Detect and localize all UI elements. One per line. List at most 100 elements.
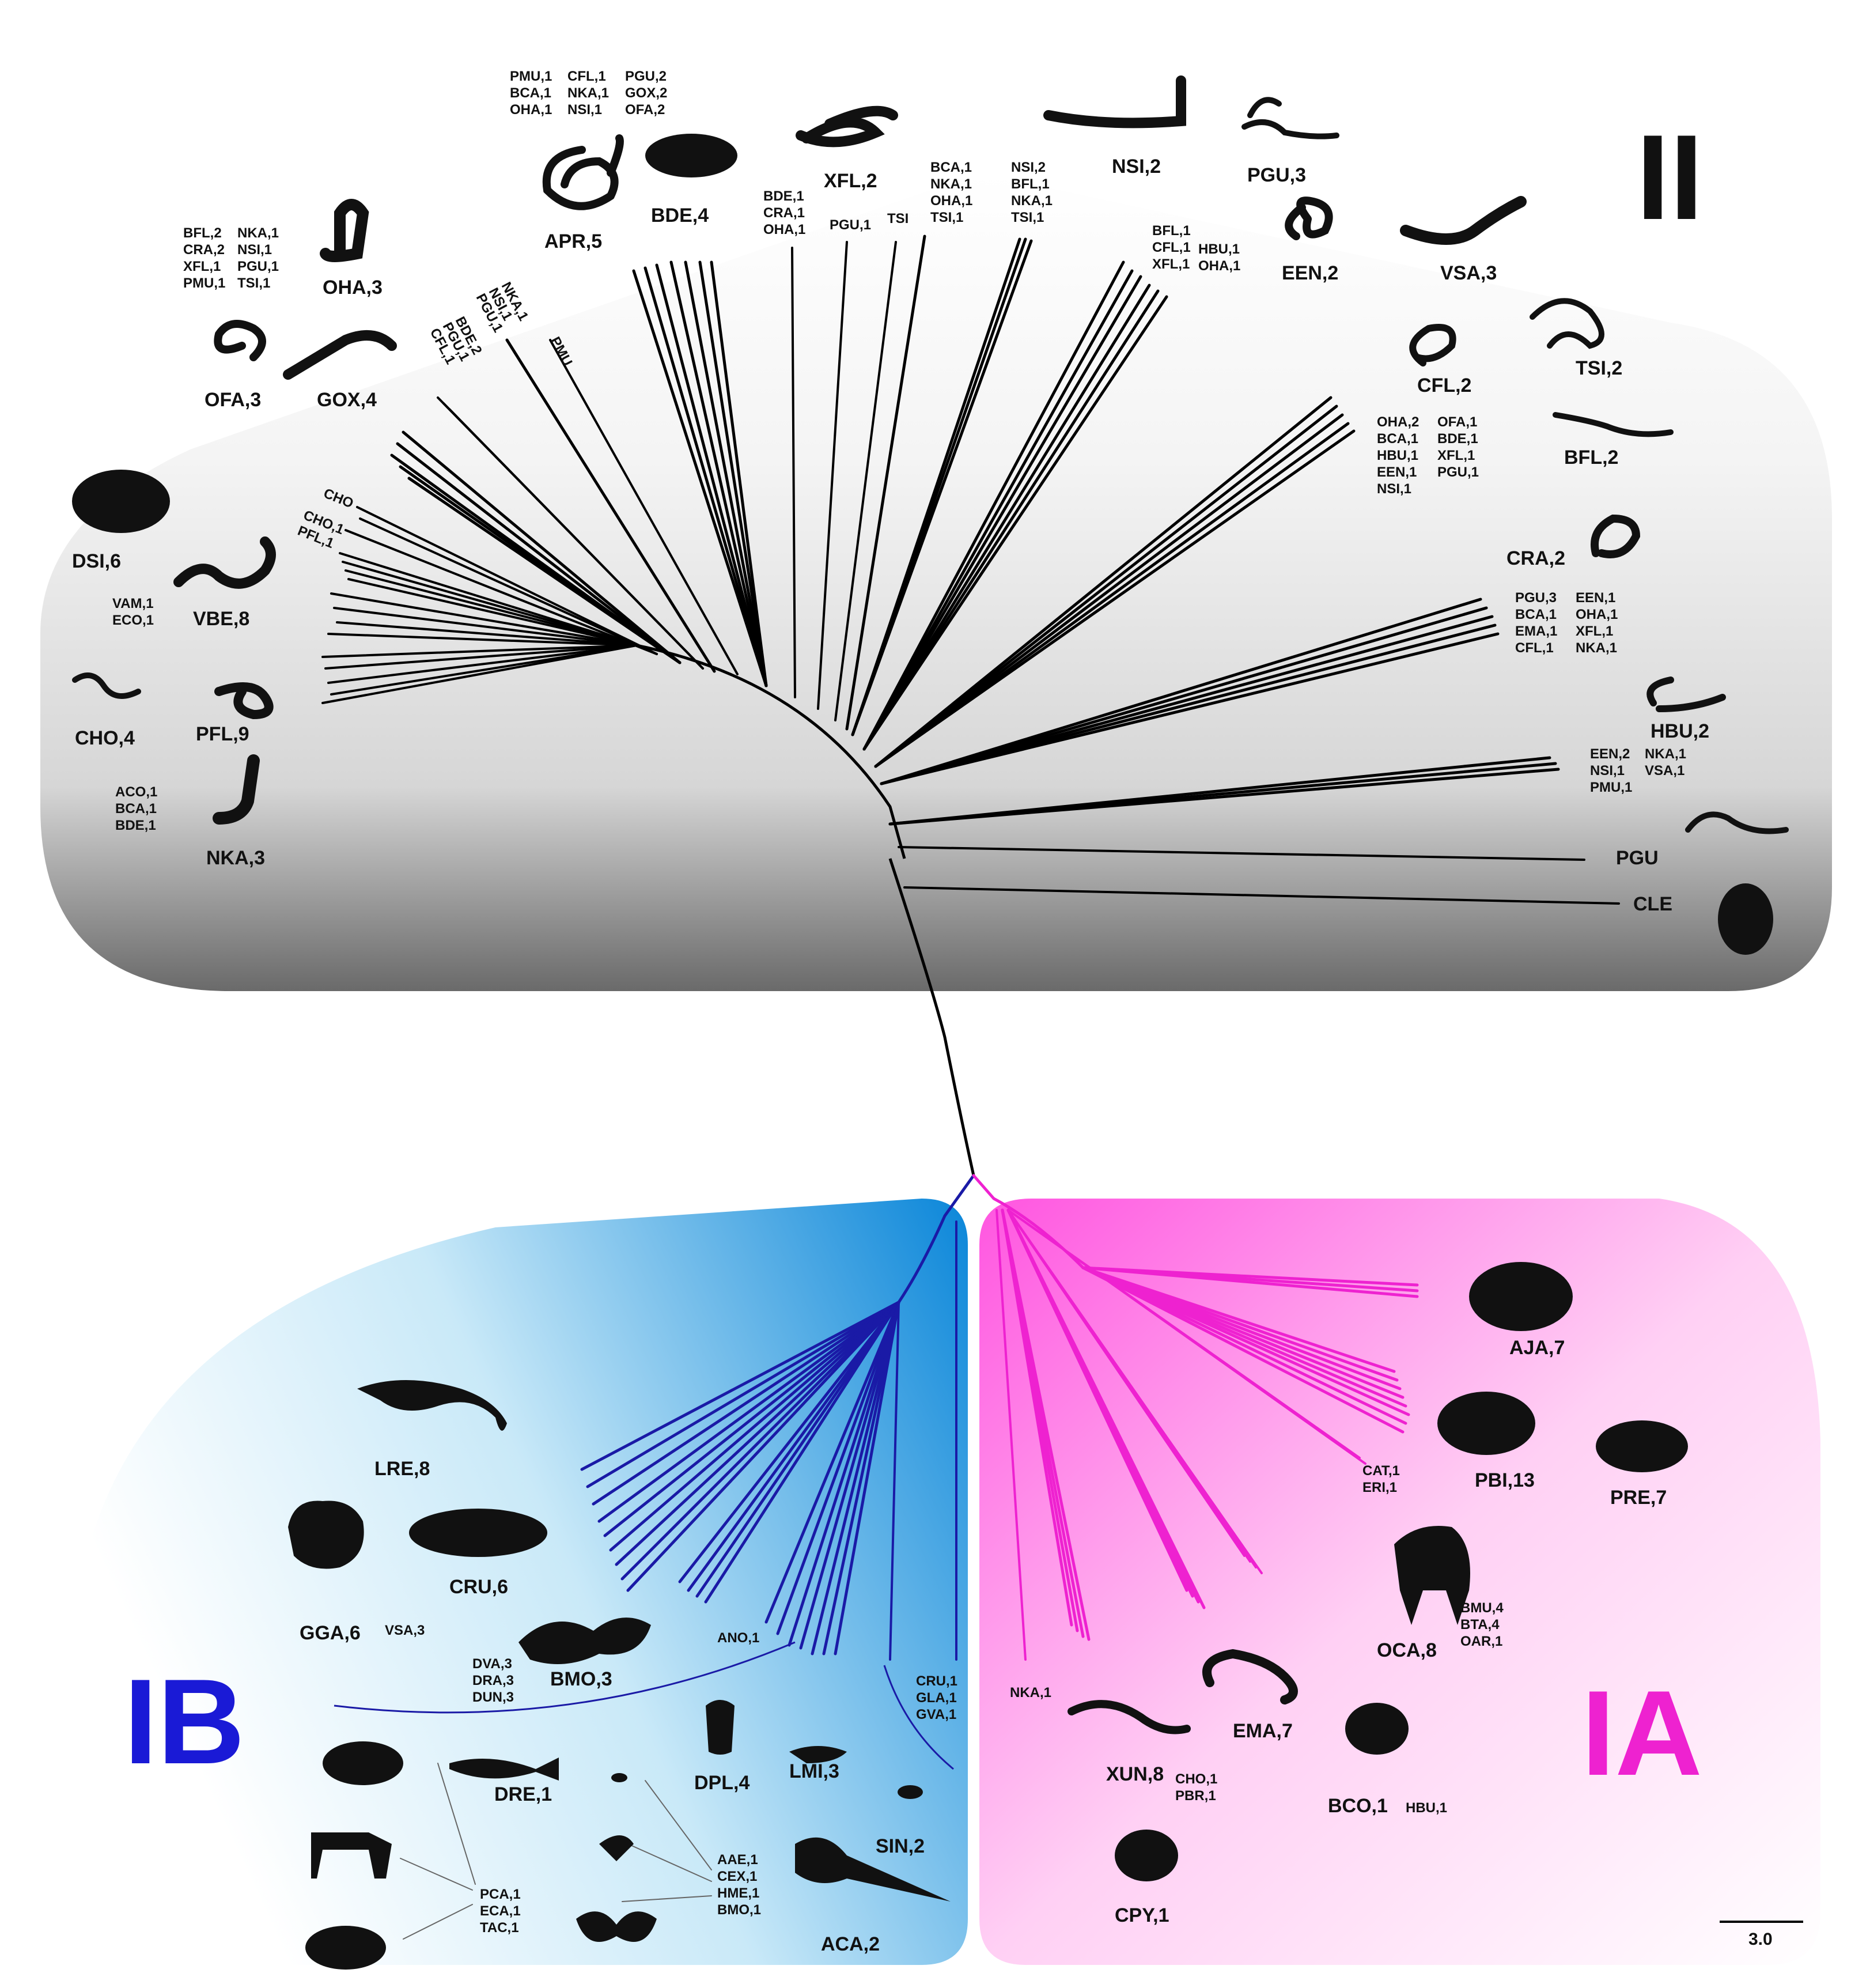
- annotation-xfl-below: BDE,1: [763, 188, 804, 204]
- branch-lre: [615, 1301, 900, 1566]
- annotation-oha-left-b: TSI,1: [237, 275, 270, 291]
- branch-cra: [880, 606, 1488, 785]
- taxon-label-tsi: TSI,2: [1576, 357, 1622, 379]
- snake-vbe-icon: [173, 536, 276, 589]
- taxon-label-lmi: LMI,3: [789, 1760, 839, 1782]
- pointer-line: [627, 1843, 712, 1882]
- snake-cpy-icon: [1115, 1830, 1178, 1881]
- grasshopper-lmi-icon: [789, 1746, 847, 1763]
- branch-bmo: [695, 1301, 900, 1598]
- taxon-label-pre: PRE,7: [1610, 1487, 1667, 1509]
- clade-ia-label: IA: [1581, 1665, 1702, 1801]
- taxon-label-dsi: DSI,6: [72, 550, 121, 572]
- branch-pbi: [1081, 1266, 1410, 1416]
- annotation-aae-block: HME,1: [717, 1885, 759, 1901]
- annotation-pgu1: PGU,1: [830, 217, 871, 233]
- branch-cho1: [356, 506, 658, 655]
- annotation-cho-block: CHO,1: [1175, 1771, 1217, 1787]
- annotation-cra-right: XFL,1: [1576, 623, 1613, 639]
- branch-bde: [643, 266, 768, 687]
- taxon-label-gox: GOX,4: [317, 389, 377, 411]
- branch-mid-b: [851, 239, 1033, 736]
- pointer-line: [403, 1904, 473, 1940]
- snake-cru-icon: [409, 1509, 547, 1557]
- branch-lre: [609, 1301, 900, 1552]
- taxon-label-nka: NKA,3: [206, 847, 265, 869]
- cobra-oha-icon: [320, 199, 369, 262]
- annotation-nka-left: BCA,1: [115, 801, 157, 817]
- branch-dpl: [799, 1301, 900, 1650]
- branch-een: [862, 269, 1134, 751]
- annotation-cfl-right: XFL,1: [1437, 448, 1475, 463]
- branch-pfl: [324, 644, 638, 670]
- annotation-cra-right: OHA,1: [1576, 607, 1618, 622]
- annotation-xfl-below: OHA,1: [763, 222, 805, 237]
- branch-lre: [603, 1301, 900, 1537]
- annotation-nka1: NKA,1: [1010, 1685, 1051, 1700]
- branch-aja: [1081, 1266, 1419, 1298]
- annotation-mid-b: BFL,1: [1011, 176, 1050, 192]
- annotation-oha-left-a: BFL,2: [183, 225, 222, 241]
- snake-hbu-icon: [1646, 676, 1726, 712]
- annotation-cru-block: GVA,1: [916, 1707, 956, 1722]
- annotation-cru-block: CRU,1: [916, 1673, 957, 1689]
- taxon-label-gga: GGA,6: [300, 1622, 361, 1644]
- branch-pfl: [321, 644, 638, 658]
- annotation-top-left-block: BCA,1: [510, 85, 551, 101]
- branch-een: [862, 289, 1160, 751]
- annotation-cfl-left: EEN,1: [1377, 464, 1417, 480]
- snake-cra-icon: [1591, 514, 1641, 558]
- taxon-label-ofa: OFA,3: [205, 389, 261, 411]
- snake-aja-icon: [1469, 1262, 1573, 1331]
- branch-cho: [345, 569, 638, 647]
- branch-lre: [580, 1301, 900, 1471]
- annotation-hbu-right: VSA,1: [1645, 763, 1684, 778]
- pointer-line: [400, 1858, 473, 1891]
- annotation-pca-block: TAC,1: [480, 1920, 519, 1936]
- taxon-label-oha: OHA,3: [323, 277, 383, 298]
- root-branch-ia: [972, 1174, 995, 1200]
- annotation-een-right: OHA,1: [1198, 258, 1240, 274]
- annotation-top-left-block: PMU,1: [510, 69, 552, 84]
- annotation-hbu1: HBU,1: [1406, 1800, 1447, 1816]
- annotation-xfl-below: CRA,1: [763, 205, 805, 221]
- branch-bde: [655, 263, 768, 687]
- annotation-top-right-block: PGU,2: [625, 69, 667, 84]
- branch-cho1: [359, 517, 658, 655]
- taxon-label-bco: BCO,1: [1328, 1795, 1388, 1817]
- snake-apr-icon: [542, 134, 624, 210]
- branch-cle: [903, 886, 1620, 905]
- branch-een: [862, 295, 1168, 751]
- taxon-label-vbe: VBE,8: [193, 608, 249, 630]
- butterfly-dpl-icon: [706, 1700, 735, 1755]
- taxon-label-oca: OCA,8: [1377, 1639, 1437, 1661]
- clade-ii-label: II: [1636, 109, 1704, 245]
- annotation-cfl-right: OFA,1: [1437, 414, 1477, 430]
- branch-pgu1-single: [817, 241, 848, 710]
- scale-bar-label: 3.0: [1748, 1930, 1773, 1949]
- cobra-nka-icon: [213, 754, 260, 825]
- annotation-nka-left: BDE,1: [115, 818, 156, 833]
- annotation-mid-b: NSI,2: [1011, 160, 1046, 175]
- branch-vbe: [327, 633, 638, 647]
- snake-ofa-icon: [214, 320, 266, 361]
- pointer-line: [437, 1763, 476, 1885]
- snake-bde-icon: [645, 134, 737, 177]
- bracket-ib-cru: [883, 1665, 954, 1770]
- annotation-cfl-left: HBU,1: [1377, 448, 1418, 463]
- taxon-label-xfl: XFL,2: [824, 170, 877, 192]
- branch-cho: [347, 578, 638, 647]
- taxon-label-cho: CHO,4: [75, 727, 135, 749]
- branch-bde: [698, 260, 768, 687]
- annotation-een-left: BFL,1: [1152, 223, 1191, 239]
- snake-pgu-single-icon: [1685, 811, 1789, 834]
- taxon-label-sin: SIN,2: [876, 1835, 925, 1857]
- pointer-line: [622, 1895, 712, 1902]
- branch-bde: [632, 269, 768, 687]
- snake-pfl-icon: [214, 682, 274, 720]
- annotation-top-mid-block: NKA,1: [567, 85, 609, 101]
- branch-cho: [342, 561, 638, 647]
- ant-sin-icon: [898, 1785, 923, 1799]
- moth-bmo-icon: [518, 1617, 651, 1664]
- branch-oca: [1007, 1209, 1263, 1574]
